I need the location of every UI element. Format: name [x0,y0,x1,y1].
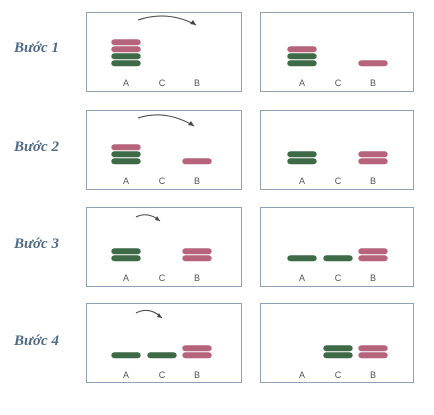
disk-step3-after-b-1 [357,254,389,262]
disk-step3-after-a-1 [286,254,318,262]
disk-step1-before-a-3 [110,45,142,53]
move-arrow-head-step4 [157,313,162,318]
peg-label-step1-before-a: A [123,78,129,88]
disk-step4-before-b-1 [181,351,213,359]
disk-step3-after-b-2 [357,247,389,255]
peg-label-step2-before-c: C [159,176,166,186]
peg-label-step2-after-b: B [370,176,376,186]
peg-label-step1-before-b: B [194,78,200,88]
peg-label-step1-before-c: C [159,78,166,88]
disk-step2-after-a-2 [286,150,318,158]
disk-step3-after-c-1 [322,254,354,262]
peg-label-step4-before-c: C [159,370,166,380]
disk-step1-after-a-3 [286,45,318,53]
move-arrow-step1 [137,15,197,26]
move-arrow-head-step2 [188,121,194,126]
peg-label-step2-before-a: A [123,176,129,186]
disk-step2-after-a-1 [286,157,318,165]
disk-step2-before-b-1 [181,157,213,165]
disk-step1-before-a-1 [110,59,142,67]
disk-step2-before-a-2 [110,150,142,158]
peg-label-step1-after-a: A [299,78,305,88]
panel-step2-after [260,110,414,190]
peg-label-step3-after-a: A [299,273,305,283]
peg-label-step2-before-b: B [194,176,200,186]
peg-label-step3-before-b: B [194,273,200,283]
disk-step4-after-c-2 [322,344,354,352]
disk-step3-before-a-1 [110,254,142,262]
disk-step1-before-a-2 [110,52,142,60]
peg-label-step4-after-b: B [370,370,376,380]
peg-label-step3-before-c: C [159,273,166,283]
disk-step1-after-a-2 [286,52,318,60]
peg-label-step2-after-c: C [335,176,342,186]
panel-step4-before [86,303,242,383]
step-label-4: Bước 4 [14,333,59,349]
move-arrow-step2 [137,114,195,127]
step-label-3: Bước 3 [14,236,59,252]
disk-step2-after-b-2 [357,150,389,158]
disk-step3-before-b-2 [181,247,213,255]
peg-label-step4-before-a: A [123,370,129,380]
disk-step2-before-a-1 [110,157,142,165]
peg-label-step4-before-b: B [194,370,200,380]
disk-step2-before-a-3 [110,143,142,151]
step-label-2: Bước 2 [14,139,59,155]
disk-step1-after-b-1 [357,59,389,67]
disk-step4-before-a-1 [110,351,142,359]
peg-label-step3-before-a: A [123,273,129,283]
panel-step4-after [260,303,414,383]
disk-step4-after-b-2 [357,344,389,352]
peg-label-step2-after-a: A [299,176,305,186]
peg-label-step1-after-c: C [335,78,342,88]
disk-step4-before-c-1 [146,351,178,359]
move-arrow-head-step1 [190,20,196,25]
disk-step4-before-b-2 [181,344,213,352]
peg-label-step4-after-c: C [335,370,342,380]
panel-step3-before [86,207,242,287]
step-label-1: Bước 1 [14,40,59,56]
disk-step1-before-a-4 [110,38,142,46]
disk-step2-after-b-1 [357,157,389,165]
peg-label-step3-after-b: B [370,273,376,283]
panel-step3-after [260,207,414,287]
disk-step3-before-a-2 [110,247,142,255]
disk-step1-after-a-1 [286,59,318,67]
panel-step1-after [260,12,414,92]
disk-step4-after-b-1 [357,351,389,359]
disk-step4-after-c-1 [322,351,354,359]
disk-step3-before-b-1 [181,254,213,262]
peg-label-step1-after-b: B [370,78,376,88]
peg-label-step3-after-c: C [335,273,342,283]
move-arrow-head-step3 [155,216,160,221]
peg-label-step4-after-a: A [299,370,305,380]
move-arrows [135,15,197,319]
